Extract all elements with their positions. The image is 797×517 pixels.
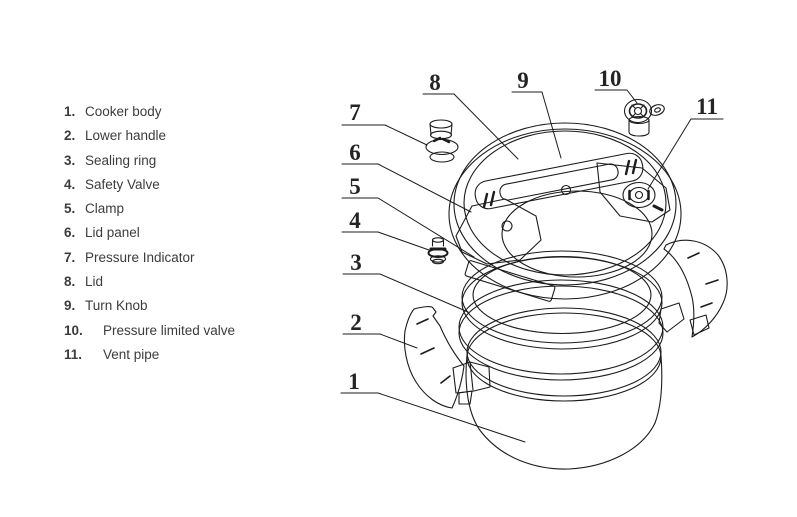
legend-item: 1. Cooker body	[64, 100, 235, 124]
legend-item-number: 11.	[64, 346, 83, 362]
legend-item-number: 4.	[64, 176, 76, 192]
legend-item-label: Lid panel	[85, 225, 140, 241]
callout-number-1: 1	[348, 369, 360, 394]
legend-item-label: Pressure limited valve	[103, 322, 236, 338]
legend-item: 2. Lower handle	[64, 124, 235, 148]
vent-pipe-part	[623, 183, 662, 211]
legend-item-number: 10.	[64, 322, 83, 338]
callout-1: 1	[341, 369, 525, 442]
legend-item: 8. Lid	[64, 270, 235, 294]
leader-line-3	[343, 274, 468, 312]
legend-item-number: 9.	[64, 298, 76, 314]
leader-line-8	[423, 94, 518, 159]
lid-panel-left-wing	[456, 199, 541, 264]
callout-11: 11	[648, 94, 723, 189]
turn-knob	[473, 151, 645, 211]
lid-dome	[502, 191, 652, 277]
callout-5: 5	[342, 174, 474, 257]
lower-handle-left	[404, 307, 464, 408]
callouts: 1 2 3 4 5	[341, 66, 723, 442]
leader-line-10	[595, 90, 637, 103]
lid	[449, 123, 681, 299]
legend-item-number: 3.	[64, 152, 76, 168]
callout-number-11: 11	[696, 94, 718, 119]
legend-item-label: Lower handle	[85, 128, 167, 144]
callout-9: 9	[512, 68, 561, 158]
callout-3: 3	[343, 250, 468, 312]
callout-7: 7	[342, 100, 427, 145]
legend-item-number: 2.	[64, 128, 76, 144]
leader-line-7	[342, 125, 427, 145]
leader-line-5	[342, 198, 474, 257]
legend-item-label: Cooker body	[85, 104, 162, 119]
legend-item: 7. Pressure Indicator	[64, 246, 235, 270]
legend-item: 10. Pressure limited valve	[64, 319, 235, 343]
legend-item: 5. Clamp	[64, 197, 235, 221]
clamp-ring	[453, 280, 684, 404]
leader-line-6	[342, 164, 471, 212]
legend-item-label: Vent pipe	[103, 346, 160, 362]
lid-panel-hole	[502, 221, 512, 231]
lid-panel-right-wing	[597, 163, 670, 222]
legend-item-number: 5.	[64, 201, 76, 217]
callout-number-4: 4	[349, 208, 361, 233]
callout-6: 6	[342, 140, 471, 212]
callout-number-2: 2	[350, 310, 362, 335]
legend-item: 6. Lid panel	[64, 221, 235, 245]
leader-line-4	[342, 232, 429, 250]
callout-10: 10	[595, 66, 637, 103]
callout-8: 8	[423, 70, 518, 159]
parts-legend: 1. Cooker body 2. Lower handle 3. Sealing r…	[64, 100, 235, 367]
leader-line-1	[341, 393, 525, 442]
legend-item-label: Turn Knob	[85, 298, 148, 314]
legend-item-number: 7.	[64, 249, 76, 265]
callout-number-10: 10	[599, 66, 622, 91]
clamp-lock-right	[659, 303, 684, 332]
leader-line-2	[343, 334, 417, 348]
legend-item-label: Pressure Indicator	[85, 249, 195, 265]
pressure-indicator-part	[426, 120, 458, 162]
callout-number-3: 3	[350, 250, 362, 275]
side-handle-right	[664, 240, 727, 337]
pressure-limited-valve-part	[625, 100, 666, 137]
legend-item: 3. Sealing ring	[64, 149, 235, 173]
safety-valve-part	[429, 238, 448, 264]
callout-number-9: 9	[517, 68, 529, 93]
cooker-body	[466, 308, 662, 469]
legend-item-label: Lid	[85, 274, 104, 290]
legend-item-label: Safety Valve	[85, 176, 160, 192]
leader-line-9	[512, 92, 561, 158]
callout-4: 4	[342, 208, 429, 250]
legend-item-number: 1.	[64, 104, 76, 119]
callout-number-8: 8	[429, 70, 441, 95]
sealing-ring	[462, 251, 662, 349]
callout-number-6: 6	[349, 140, 361, 165]
callout-number-5: 5	[349, 174, 361, 199]
legend-item: 11. Vent pipe	[64, 343, 235, 367]
legend-item-number: 6.	[64, 225, 76, 241]
legend-item-label: Clamp	[85, 201, 125, 217]
legend-item-label: Sealing ring	[85, 152, 157, 168]
callout-2: 2	[343, 310, 417, 348]
legend-item-number: 8.	[64, 274, 76, 290]
callout-number-7: 7	[349, 100, 361, 125]
legend-item: 4. Safety Valve	[64, 173, 235, 197]
legend-item: 9. Turn Knob	[64, 294, 235, 318]
leader-line-11	[648, 119, 723, 189]
